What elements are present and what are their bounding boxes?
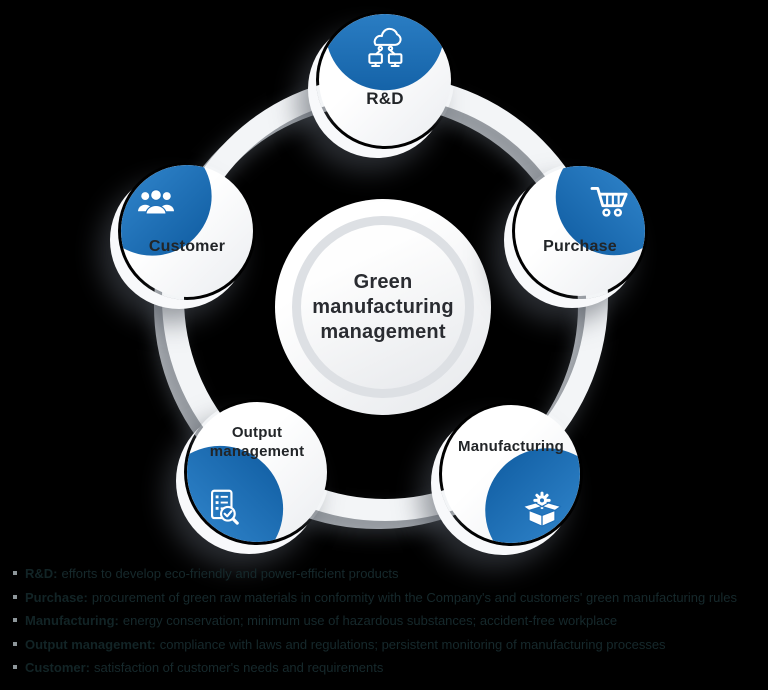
legend-description: energy conservation; minimum use of haza…: [122, 613, 618, 628]
node-label: Purchase: [543, 237, 617, 255]
diagram-title: Green manufacturing management: [312, 270, 454, 343]
bullet-icon: [13, 618, 17, 622]
legend-text: Manufacturing:energy conservation; minim…: [25, 612, 617, 630]
node-output-management: Output management: [187, 402, 327, 542]
node-manufacturing: Manufacturing: [442, 405, 580, 543]
cloud-network-icon: [360, 23, 410, 73]
bullet-icon: [13, 641, 17, 646]
node-manufacturing-face: Manufacturing: [442, 405, 580, 543]
legend-term: R&D:: [25, 566, 58, 581]
node-purchase: Purchase: [515, 166, 645, 296]
center-disc: Green manufacturing management: [301, 225, 465, 389]
node-label: Output management: [209, 424, 305, 461]
node-label: Customer: [148, 237, 226, 255]
bullet-icon: [13, 665, 17, 669]
node-purchase-face: Purchase: [515, 166, 645, 296]
legend-description: procurement of green raw materials in co…: [91, 589, 738, 605]
legend-item: Purchase:procurement of green raw materi…: [13, 589, 765, 607]
node-label: Manufacturing: [458, 438, 564, 456]
legend-term: Purchase:: [25, 589, 88, 605]
node-customer-face: Customer: [121, 165, 253, 297]
legend-text: Purchase:procurement of green raw materi…: [25, 589, 737, 607]
legend-item: R&D:efforts to develop eco-friendly and …: [13, 565, 765, 583]
box-gear-icon: [519, 486, 565, 532]
legend-term: Manufacturing:: [25, 613, 119, 628]
legend-item: Output management:compliance with laws a…: [13, 636, 765, 654]
legend-item: Manufacturing:energy conservation; minim…: [13, 612, 765, 630]
node-output-management-face: Output management: [187, 402, 327, 542]
node-accent-lens: [555, 166, 645, 256]
legend-term: Output management:: [25, 636, 156, 652]
node-rnd: R&D: [319, 14, 451, 146]
legend-item: Customer:satisfaction of customer's need…: [13, 659, 765, 677]
node-accent-lens: [485, 448, 580, 543]
people-icon: [133, 181, 179, 227]
center-circle: Green manufacturing management: [275, 199, 491, 415]
legend-description: efforts to develop eco-friendly and powe…: [61, 566, 399, 581]
legend-text: Output management:compliance with laws a…: [25, 636, 666, 654]
doc-magnifier-icon: [202, 485, 248, 531]
node-rnd-face: R&D: [319, 14, 451, 146]
bullet-icon: [13, 571, 17, 575]
legend: R&D:efforts to develop eco-friendly and …: [13, 565, 765, 683]
legend-text: Customer:satisfaction of customer's need…: [25, 659, 383, 677]
node-accent-lens: [327, 14, 443, 91]
node-customer: Customer: [121, 165, 253, 297]
legend-description: satisfaction of customer's needs and req…: [94, 660, 384, 675]
cart-icon: [587, 182, 633, 228]
bullet-icon: [13, 594, 17, 599]
node-accent-lens: [187, 445, 284, 542]
legend-description: compliance with laws and regulations; pe…: [159, 636, 666, 652]
node-label: R&D: [366, 89, 404, 109]
legend-text: R&D:efforts to develop eco-friendly and …: [25, 565, 399, 583]
legend-term: Customer:: [25, 660, 91, 675]
